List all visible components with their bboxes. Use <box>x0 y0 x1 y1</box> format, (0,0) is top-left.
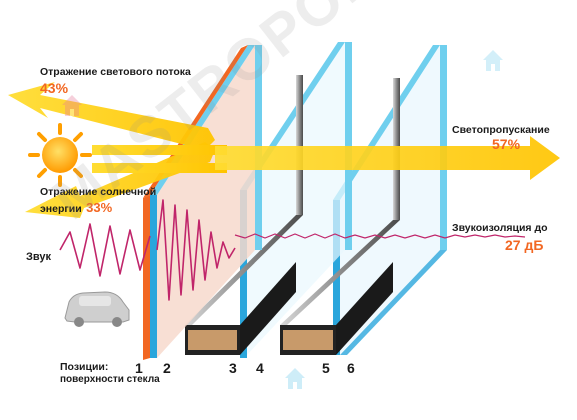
surface-number-4: 4 <box>256 360 264 376</box>
solar-reflection-value: 33% <box>86 200 113 215</box>
sun-icon <box>28 123 92 187</box>
sound-wave-transmitted <box>234 233 526 239</box>
light-reflection-title: Отражение светового потока <box>40 66 191 78</box>
solar-reflection-title-line1: Отражение солнечной <box>40 186 157 198</box>
surface-number-2: 2 <box>163 360 171 376</box>
sound-insulation-title: Звукоизоляция до <box>452 222 548 234</box>
transmission-value: 57% <box>492 136 521 152</box>
house-icon-outside <box>62 95 82 116</box>
sound-wave-incoming <box>59 199 236 301</box>
sound-label: Звук <box>26 251 52 263</box>
surface-number-1: 1 <box>135 360 143 376</box>
surface-number-6: 6 <box>347 360 355 376</box>
surface-number-5: 5 <box>322 360 330 376</box>
transmission-title: Светопропускание <box>452 124 550 136</box>
light-beams <box>8 82 560 218</box>
solar-reflection-title-line2-row: энергии 33% <box>40 199 112 217</box>
house-icon-inside <box>483 50 503 71</box>
positions-title: Позиции: <box>60 361 109 373</box>
house-icon-bottom <box>285 368 305 389</box>
car-icon <box>64 291 130 327</box>
spacer-frame-2 <box>280 78 400 355</box>
surface-number-3: 3 <box>229 360 237 376</box>
solar-reflection-title-line2: энергии <box>40 203 82 215</box>
positions-subtitle: поверхности стекла <box>60 374 160 385</box>
sound-insulation-value: 27 дБ <box>505 237 544 253</box>
spacer-frame-1 <box>185 75 303 355</box>
light-reflection-value: 43% <box>40 80 69 96</box>
